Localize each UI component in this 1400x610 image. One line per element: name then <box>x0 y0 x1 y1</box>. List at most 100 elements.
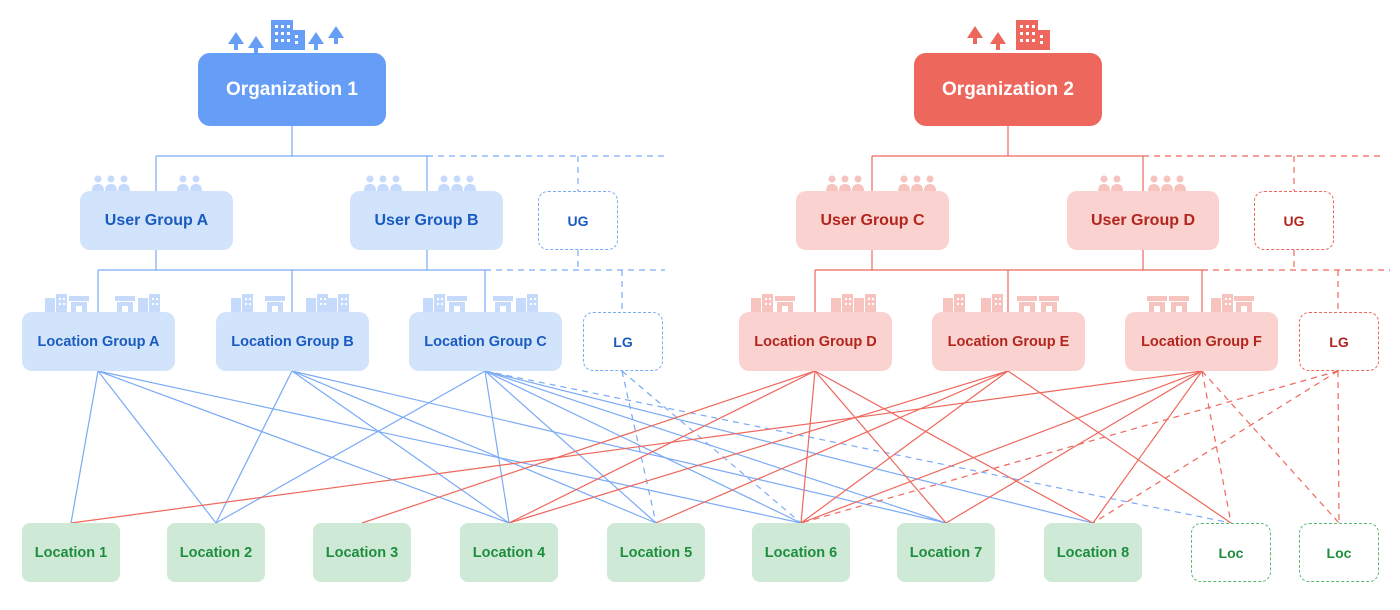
people-icon <box>92 175 130 191</box>
location-3: Location 3 <box>313 523 411 582</box>
storefront-icon <box>115 296 135 313</box>
buildings-icon <box>327 294 349 314</box>
locgroup-to-location-line <box>1337 370 1340 524</box>
location-label: Location 7 <box>909 544 983 561</box>
storefront-icon <box>69 296 89 313</box>
user-group-label: UG <box>567 212 589 229</box>
location-placeholder-2: Loc <box>1299 523 1379 582</box>
people-icon <box>1148 175 1186 191</box>
locgroup-to-location-line <box>97 370 510 524</box>
org-node-1: Organization 1 <box>198 53 386 126</box>
buildings-icon <box>751 294 773 314</box>
people-icon <box>177 175 202 191</box>
location-label: Location 6 <box>764 544 838 561</box>
locgroup-to-location-line <box>484 370 1232 524</box>
location-1: Location 1 <box>22 523 120 582</box>
locgroup-to-location-line <box>1007 370 1232 524</box>
locgroup-to-location-line <box>1092 370 1203 524</box>
locgroup-to-location-line <box>655 370 1009 524</box>
location-group-placeholder-org2: LG <box>1299 312 1379 371</box>
locgroup-to-location-line <box>800 370 1203 524</box>
people-icon <box>898 175 936 191</box>
location-group-label: Location Group C <box>424 333 547 350</box>
location-group-a: Location Group A <box>22 312 175 371</box>
location-7: Location 7 <box>897 523 995 582</box>
storefront-icon <box>447 296 467 313</box>
location-8: Location 8 <box>1044 523 1142 582</box>
locgroup-to-location-line <box>291 370 657 524</box>
location-label: Loc <box>1218 544 1244 561</box>
location-label: Location 4 <box>472 544 546 561</box>
user-group-label: User Group B <box>374 211 479 229</box>
location-group-e: Location Group E <box>932 312 1085 371</box>
user-group-b: User Group B <box>350 191 503 250</box>
locgroup-to-location-line <box>215 370 293 524</box>
buildings-icon <box>45 294 67 314</box>
locgroup-to-location-line <box>945 370 1203 524</box>
buildings-icon <box>943 294 965 314</box>
org-node-2: Organization 2 <box>914 53 1102 126</box>
location-group-label: LG <box>613 333 633 350</box>
storefront-icon <box>1234 296 1254 313</box>
locgroup-to-location-line <box>484 370 802 524</box>
buildings-icon <box>231 294 253 314</box>
locgroup-to-location-line <box>814 370 947 524</box>
location-label: Location 1 <box>34 544 108 561</box>
buildings-icon <box>831 294 853 314</box>
org-label: Organization 2 <box>942 78 1074 100</box>
locgroup-to-location-line <box>97 370 217 524</box>
locgroup-to-location-line <box>814 370 1094 524</box>
org-label: Organization 1 <box>226 78 358 100</box>
locgroup-to-location-line <box>800 370 1339 524</box>
locgroup-to-location-line <box>1092 370 1339 524</box>
locgroup-to-location-line <box>484 370 510 524</box>
locgroup-to-location-line <box>291 370 510 524</box>
location-placeholder-1: Loc <box>1191 523 1271 582</box>
locgroup-to-location-line <box>70 370 99 524</box>
buildings-icon <box>854 294 876 314</box>
city-skyline-icon <box>967 20 1050 50</box>
people-icon <box>364 175 402 191</box>
user-group-label: User Group A <box>104 211 209 229</box>
location-4: Location 4 <box>460 523 558 582</box>
user-group-label: User Group D <box>1090 211 1195 229</box>
people-icon <box>438 175 476 191</box>
location-group-label: Location Group E <box>947 333 1070 350</box>
location-group-f: Location Group F <box>1125 312 1278 371</box>
location-group-label: Location Group D <box>754 333 877 350</box>
user-group-label: UG <box>1283 212 1305 229</box>
locgroup-to-location-line <box>800 370 816 524</box>
user-group-c: User Group C <box>796 191 949 250</box>
buildings-icon <box>1211 294 1233 314</box>
location-5: Location 5 <box>607 523 705 582</box>
location-label: Location 2 <box>179 544 253 561</box>
location-6: Location 6 <box>752 523 850 582</box>
city-skyline-icon <box>228 20 344 54</box>
storefront-icon <box>1169 296 1189 313</box>
locgroup-to-location-line <box>1201 370 1340 524</box>
locgroup-to-location-line <box>215 370 486 524</box>
location-2: Location 2 <box>167 523 265 582</box>
location-group-label: Location Group B <box>231 333 354 350</box>
location-label: Location 8 <box>1056 544 1130 561</box>
user-group-d: User Group D <box>1067 191 1219 250</box>
people-icon <box>1098 175 1123 191</box>
location-group-placeholder-org1: LG <box>583 312 663 371</box>
locgroup-to-location-line <box>361 370 816 524</box>
location-group-label: LG <box>1329 333 1349 350</box>
buildings-icon <box>306 294 328 314</box>
storefront-icon <box>1147 296 1167 313</box>
user-group-label: User Group C <box>820 211 925 229</box>
user-group-a: User Group A <box>80 191 233 250</box>
locgroup-to-location-line <box>484 370 1094 524</box>
user-group-placeholder-org2: UG <box>1254 191 1334 250</box>
location-group-c: Location Group C <box>409 312 562 371</box>
storefront-icon <box>265 296 285 313</box>
storefront-icon <box>1017 296 1037 313</box>
buildings-icon <box>516 294 538 314</box>
locgroup-to-location-line <box>70 370 1203 524</box>
locgroup-to-location-line <box>508 370 816 524</box>
locgroup-to-location-line <box>97 370 802 524</box>
